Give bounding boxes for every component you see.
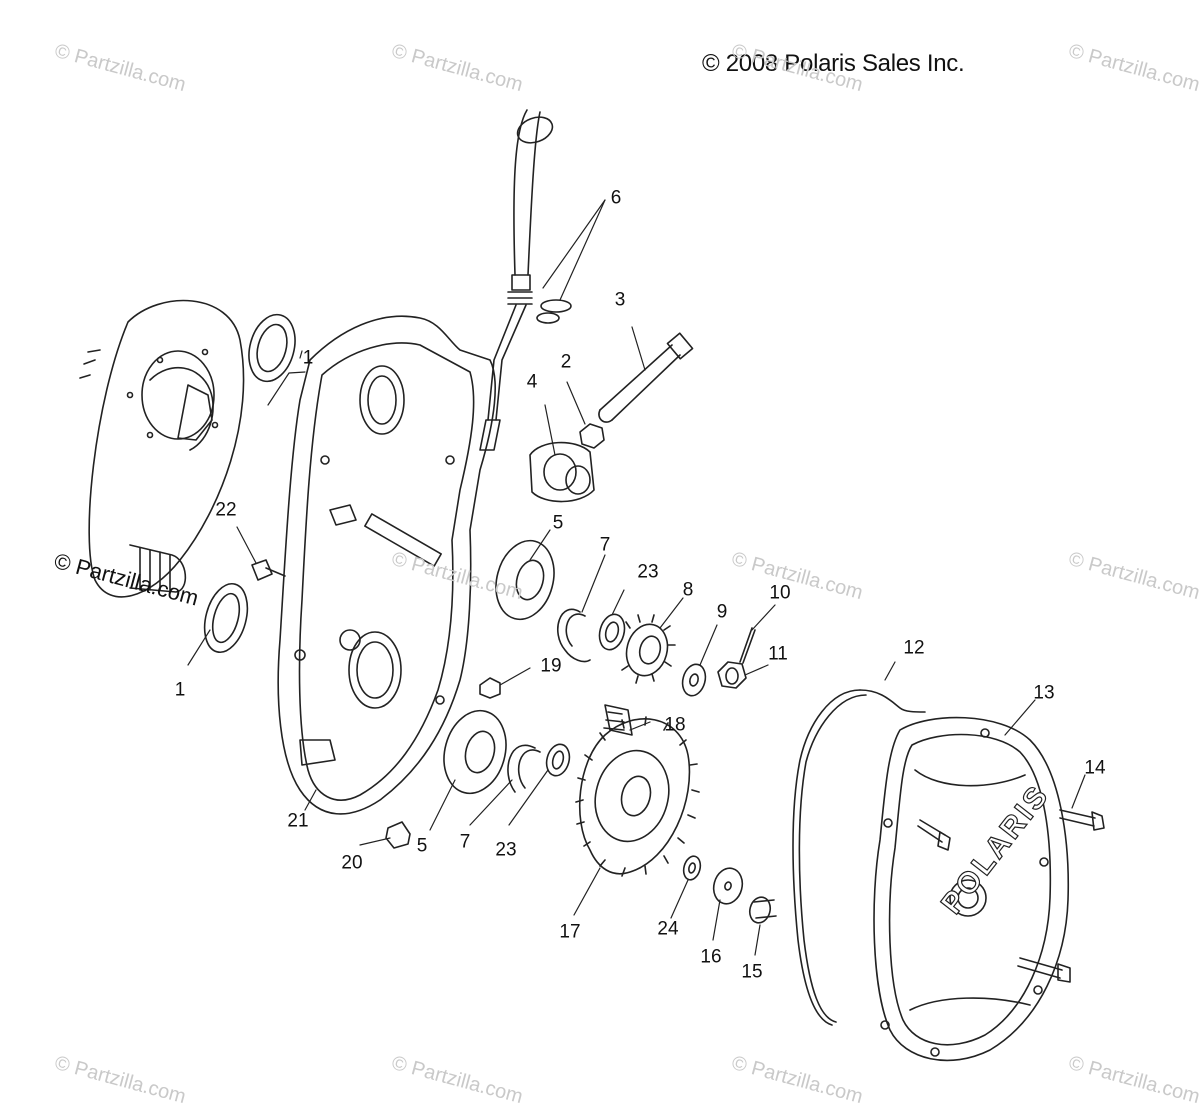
washer-9 bbox=[681, 663, 707, 697]
callout-16: 16 bbox=[700, 946, 722, 968]
sprocket-large bbox=[575, 716, 700, 877]
seal-lower bbox=[203, 582, 249, 654]
callout-6: 6 bbox=[610, 187, 622, 209]
callout-7-lower: 7 bbox=[459, 831, 471, 853]
copyright-notice: © 2008 Polaris Sales Inc. bbox=[702, 50, 965, 77]
callout-23-lower: 23 bbox=[495, 839, 517, 861]
washer-lower bbox=[545, 743, 571, 777]
callout-13: 13 bbox=[1033, 682, 1055, 704]
nut-small bbox=[579, 423, 605, 449]
nut-19 bbox=[479, 677, 501, 699]
callout-24: 24 bbox=[657, 918, 679, 940]
bolt-22 bbox=[251, 559, 286, 581]
washer-16 bbox=[712, 867, 744, 905]
callout-3: 3 bbox=[614, 289, 626, 311]
callout-10: 10 bbox=[769, 582, 791, 604]
callout-9: 9 bbox=[716, 601, 728, 623]
callout-11: 11 bbox=[768, 643, 788, 665]
callout-17: 17 bbox=[559, 921, 581, 943]
splined-shaft bbox=[129, 544, 187, 593]
callout-2: 2 bbox=[560, 351, 572, 373]
callout-23-upper: 23 bbox=[637, 561, 659, 583]
callout-22: 22 bbox=[215, 499, 237, 521]
castle-nut bbox=[717, 661, 747, 689]
callout-1-lower: 1 bbox=[174, 679, 186, 701]
callout-5-upper: 5 bbox=[552, 512, 564, 534]
seal-upper bbox=[248, 313, 296, 383]
callout-21: 21 bbox=[287, 810, 309, 832]
callout-14: 14 bbox=[1084, 757, 1106, 779]
callout-4: 4 bbox=[526, 371, 538, 393]
chaincase-cover bbox=[873, 716, 1070, 1062]
callout-15: 15 bbox=[741, 961, 763, 983]
chaincase-housing bbox=[277, 315, 496, 815]
callout-7-upper: 7 bbox=[599, 534, 611, 556]
dipstick bbox=[479, 109, 554, 451]
bolt-long bbox=[598, 332, 694, 423]
callout-1-upper: 1 bbox=[302, 347, 314, 369]
callout-18: 18 bbox=[664, 714, 686, 736]
cotter-pin bbox=[739, 627, 756, 664]
callout-19: 19 bbox=[540, 655, 562, 677]
bolt-14 bbox=[917, 809, 1105, 983]
gasket bbox=[792, 689, 926, 1026]
callout-20: 20 bbox=[341, 852, 363, 874]
plug-20 bbox=[385, 821, 411, 849]
bearing-lower bbox=[443, 709, 507, 795]
chain bbox=[603, 704, 633, 736]
bearing-upper bbox=[495, 539, 555, 621]
tensioner bbox=[529, 441, 595, 503]
washer-upper bbox=[598, 613, 626, 651]
callout-8: 8 bbox=[682, 579, 694, 601]
callout-5-lower: 5 bbox=[416, 835, 428, 857]
bolt-15 bbox=[748, 896, 777, 924]
washer-24 bbox=[682, 855, 702, 881]
leader-lines bbox=[187, 199, 1086, 956]
snap-ring-upper bbox=[556, 608, 591, 663]
sprocket-small bbox=[621, 614, 676, 684]
o-rings bbox=[536, 299, 572, 324]
callout-12: 12 bbox=[903, 637, 925, 659]
snap-ring-lower bbox=[507, 744, 541, 793]
